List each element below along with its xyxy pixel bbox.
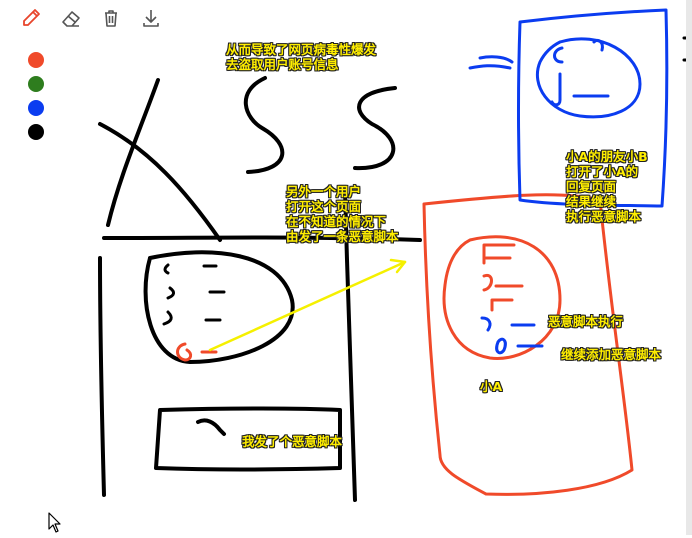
stroke-frame-left [98,256,106,497]
stroke-red-frame [422,193,634,496]
note-xiao-a: 小A [480,379,503,394]
stroke-s-1 [243,76,285,174]
stroke-x-1 [98,122,222,242]
note-virus-spread: 从而导致了网页病毒性爆发 去盗取用户账号信息 [226,42,377,72]
eraser-icon[interactable] [60,6,82,30]
stroke-blue-frame [517,8,669,208]
note-friend-b: 小A的朋友小B 打开了小A的 回复页面 结果继续 执行恶意脚本 [566,149,648,224]
note-other-user: 另外一个用户 打开这个页面 在不知道的情况下 由发了一条恶意脚本 [286,184,399,244]
pencil-icon[interactable] [20,6,42,30]
download-icon[interactable] [140,6,162,30]
note-continue-add: 继续添加恶意脚本 [561,347,662,362]
mouse-cursor-icon [48,512,62,538]
stroke-red-script [176,342,193,362]
stroke-input-box [154,406,342,472]
stroke-blue-bubble [535,37,642,119]
stroke-bubble [143,250,295,364]
color-swatch-blue[interactable] [28,100,44,116]
note-sent-script: 我发了个恶意脚本 [242,434,343,449]
drawing-toolbar [20,6,162,30]
trash-icon[interactable] [100,6,122,30]
color-swatch-green[interactable] [28,76,44,92]
color-swatch-black[interactable] [28,124,44,140]
stroke-yellow-arrow [208,260,407,352]
color-palette [28,52,44,140]
note-script-exec: 恶意脚本执行 [548,314,624,329]
stroke-frame-right [343,188,357,502]
stroke-red-bubble [442,235,562,360]
window-edge [686,0,692,535]
stroke-frame-top [102,235,422,242]
color-swatch-red[interactable] [28,52,44,68]
stroke-x-2 [106,78,160,227]
stroke-s-2 [353,86,397,171]
